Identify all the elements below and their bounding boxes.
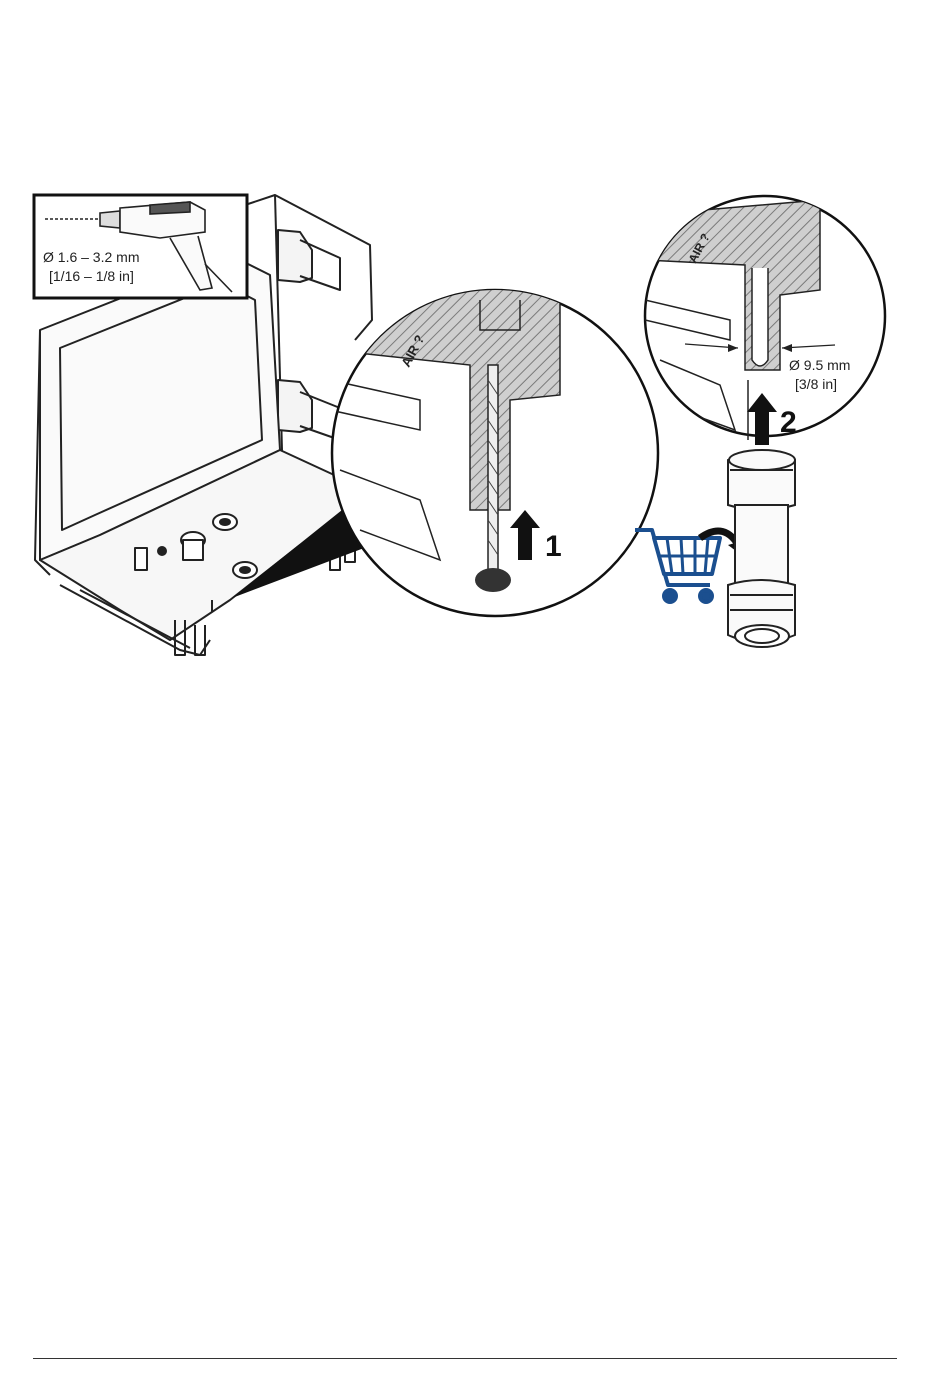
- footer-rule: [33, 1358, 897, 1359]
- tube-size-in: [3/8 in]: [795, 376, 837, 392]
- drill-size-in: [1/16 – 1/8 in]: [49, 268, 134, 284]
- drill-size-mm: Ø 1.6 – 3.2 mm: [43, 249, 139, 265]
- step-1-label: 1: [545, 530, 562, 563]
- drill-callout: Ø 1.6 – 3.2 mm [1/16 – 1/8 in]: [34, 195, 247, 298]
- tube-size-mm: Ø 9.5 mm: [789, 357, 850, 373]
- tube-fitting-icon: [728, 450, 795, 647]
- magnified-port-view: AIR ? 1: [330, 270, 658, 616]
- step-2-label: 2: [780, 406, 797, 439]
- shopping-cart-icon: [635, 530, 720, 602]
